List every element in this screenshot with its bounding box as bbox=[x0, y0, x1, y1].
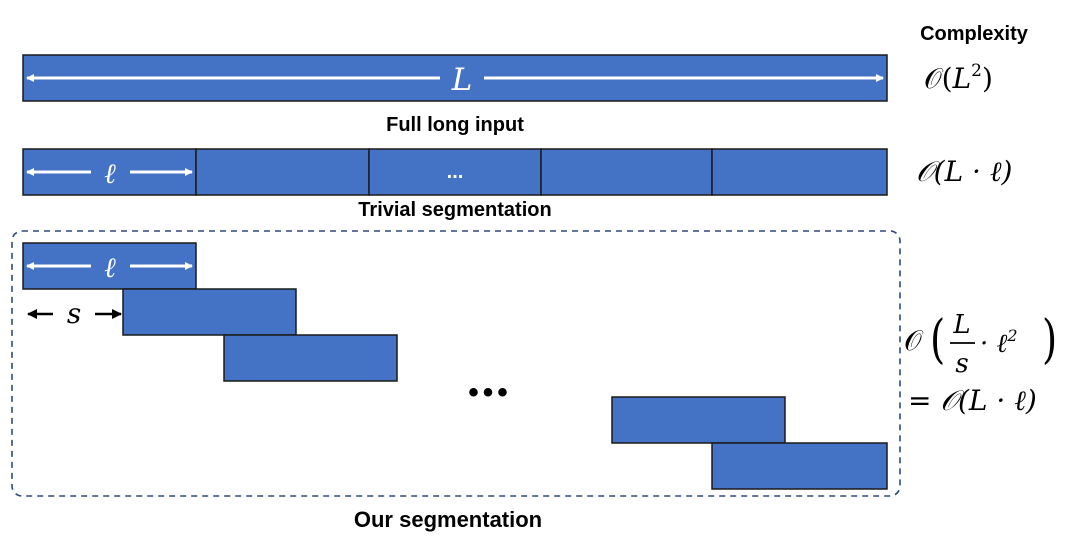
full-input-complexity: 𝒪(L2) bbox=[924, 61, 993, 95]
our-complexity-multiplier: · ℓ2 bbox=[980, 326, 1018, 359]
trivial-segment-length-label: ℓ bbox=[104, 157, 116, 190]
our-segment-4 bbox=[611, 396, 786, 444]
our-ellipsis: ••• bbox=[468, 376, 512, 409]
our-complexity: 𝒪 ( L s · ℓ2 ) = 𝒪(L · ℓ) bbox=[904, 308, 1057, 417]
full-length-label: L bbox=[451, 62, 473, 98]
stride-label: s bbox=[67, 297, 81, 330]
our-segment-3 bbox=[223, 334, 398, 382]
trivial-segment-2 bbox=[195, 148, 370, 196]
trivial-segmentation-group: ℓ ... bbox=[22, 148, 888, 196]
our-segmentation-group: ℓ s ••• bbox=[22, 242, 888, 490]
our-complexity-o: 𝒪 bbox=[904, 324, 924, 357]
our-caption: Our segmentation bbox=[354, 507, 542, 532]
trivial-segment-5 bbox=[711, 148, 888, 196]
our-complexity-denominator: s bbox=[955, 349, 968, 379]
trivial-ellipsis: ... bbox=[447, 161, 464, 183]
full-input-caption: Full long input bbox=[386, 114, 524, 136]
trivial-complexity: 𝒪(L · ℓ) bbox=[916, 155, 1012, 188]
our-segment-2 bbox=[122, 288, 297, 336]
our-complexity-equals: = 𝒪(L · ℓ) bbox=[908, 384, 1037, 417]
trivial-caption: Trivial segmentation bbox=[358, 199, 551, 221]
trivial-segment-4 bbox=[540, 148, 713, 196]
our-complexity-paren-left: ( bbox=[930, 308, 945, 369]
trivial-segment-3 bbox=[368, 148, 542, 196]
our-segment-5 bbox=[711, 442, 888, 490]
our-segmentation-frame bbox=[11, 230, 901, 497]
full-input-group: L bbox=[22, 54, 888, 102]
our-segment-length-label: ℓ bbox=[104, 251, 116, 284]
our-complexity-paren-right: ) bbox=[1042, 308, 1057, 369]
our-complexity-numerator: L bbox=[952, 310, 970, 340]
complexity-header: Complexity bbox=[920, 23, 1029, 45]
